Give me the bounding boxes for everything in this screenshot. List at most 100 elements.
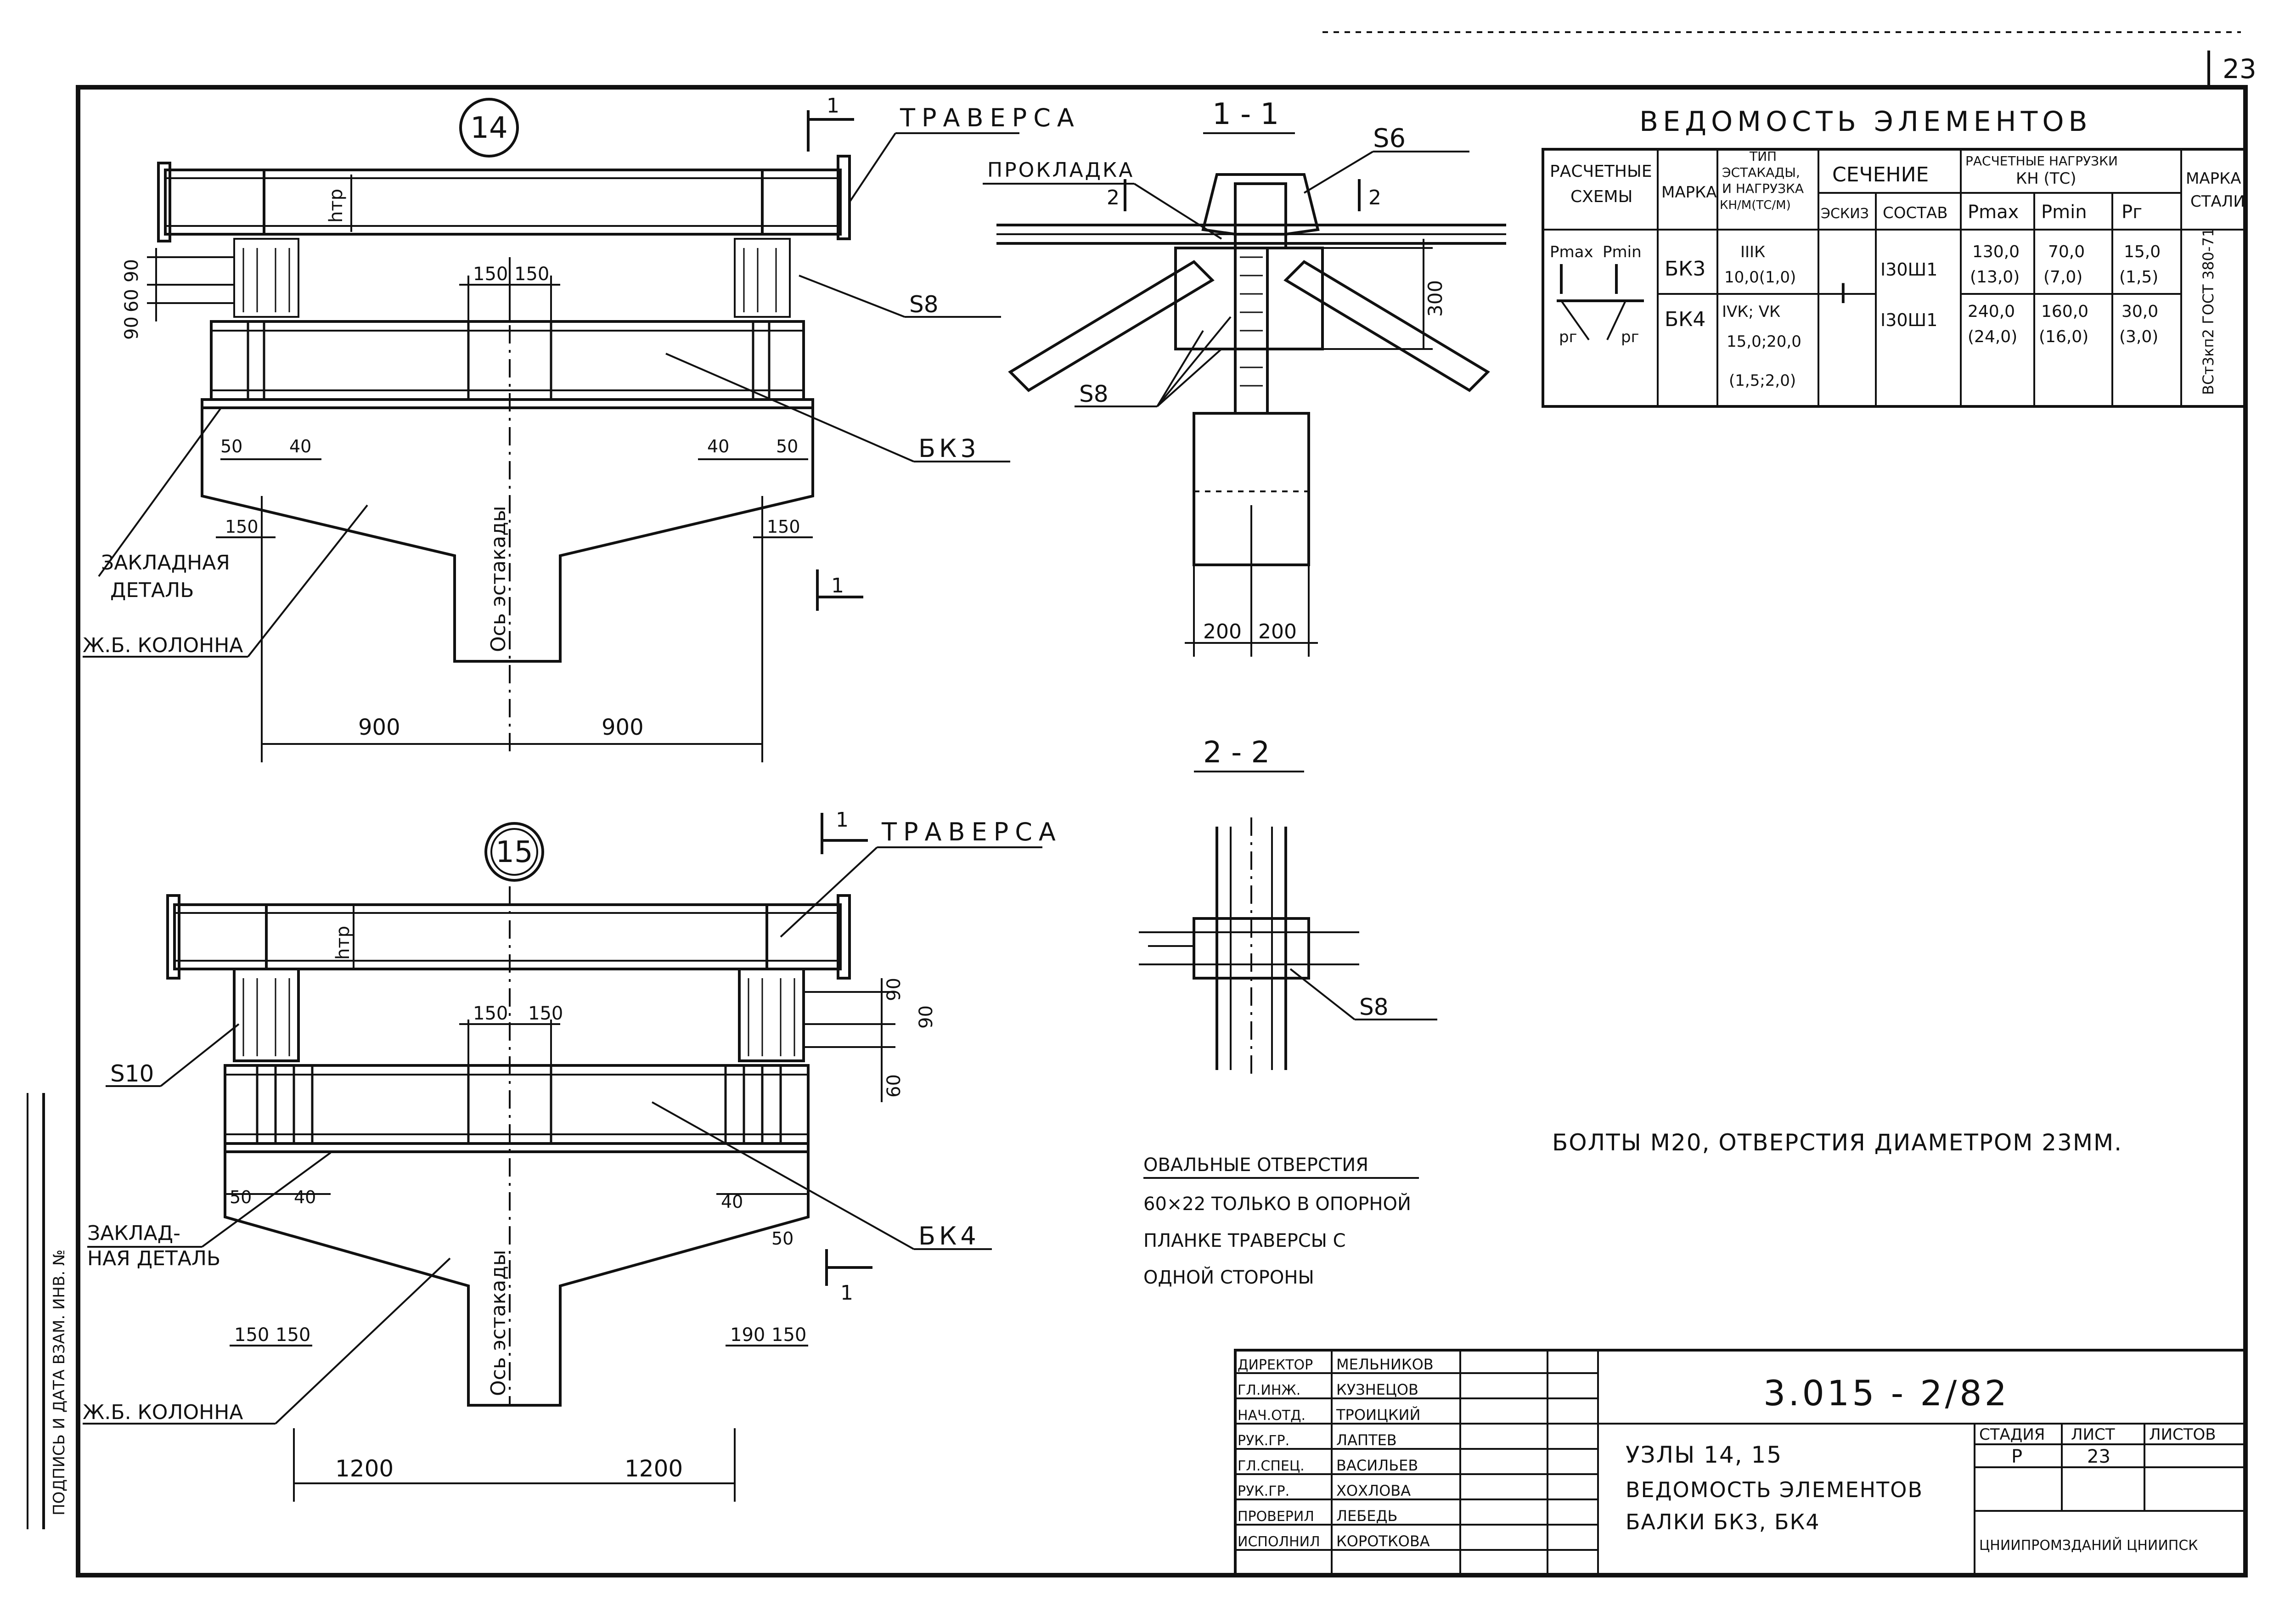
section-11-title: 1 - 1 (1212, 97, 1279, 131)
dim-200-a: 200 (1203, 620, 1242, 643)
sheet-corner-number: 23 (2223, 53, 2257, 84)
note-oval-4: ОДНОЙ СТОРОНЫ (1143, 1266, 1314, 1288)
table-title: ВЕДОМОСТЬ ЭЛЕМЕНТОВ (1639, 106, 2092, 138)
beam-bk3 (210, 320, 805, 401)
row1-type-1: IIIК (1740, 243, 1765, 261)
gasket-label: ПРОКЛАДКА (987, 158, 1134, 182)
sheet-label: ЛИСТ (2071, 1425, 2115, 1444)
row1-pmax-1: 130,0 (1972, 242, 2020, 261)
th-steel-2: СТАЛИ (2190, 192, 2245, 211)
name-2: КУЗНЕЦОВ (1336, 1381, 1418, 1398)
scheme-pmin: Pmin (1603, 243, 1642, 261)
section-1-1: 1 - 1 ПРОКЛАДКА 2 2 S6 (983, 97, 1506, 657)
bolt-group-15-right (738, 968, 805, 1062)
dim-14-150-right: 150 (767, 517, 800, 537)
plate-s8-22: S8 (1359, 994, 1389, 1020)
bolt-group-14-right (734, 238, 791, 318)
row1-pr-1: 15,0 (2124, 242, 2161, 261)
th-pr: Pг (2122, 202, 2142, 223)
scheme-pmax: Pmax (1550, 243, 1593, 261)
node-14: 14 hтр ТРАВЕРСА 1 1 (83, 94, 1080, 762)
th-section: СЕЧЕНИЕ (1832, 163, 1929, 186)
plate-s6: S6 (1373, 124, 1406, 153)
node-14-circle (459, 98, 519, 158)
section-mark-15-bottom: 1 (840, 1281, 853, 1305)
th-type-2: ЭСТАКАДЫ, (1722, 165, 1800, 180)
scheme-pr-right: рг (1621, 328, 1639, 346)
row2-section: I30Ш1 (1880, 310, 1937, 330)
role-8: ИСПОЛНИЛ (1238, 1534, 1320, 1550)
row1-type-2: 10,0(1,0) (1724, 268, 1796, 287)
dim-15-1200-right: 1200 (625, 1455, 683, 1482)
row1-mark: БК3 (1665, 257, 1705, 281)
brace-left (1008, 260, 1215, 392)
column-label-15: Ж.Б. КОЛОННА (83, 1401, 243, 1424)
dim-14-left-3: 90 (121, 316, 142, 340)
node-15: 15 ТРАВЕРСА 1 1 hтр S10 (83, 808, 1056, 1502)
dim-14-150-b: 150 (514, 264, 549, 285)
th-type-3: И НАГРУЗКА (1722, 181, 1804, 196)
dim-14-150-a: 150 (473, 264, 508, 285)
axis-label-14: Ось эстакады (487, 506, 510, 652)
doc-title-3: БАЛКИ БК3, БК4 (1626, 1510, 1820, 1534)
traverse-14 (164, 169, 842, 236)
dim-14-40-left: 40 (289, 436, 311, 456)
dim-14-900-right: 900 (602, 715, 644, 740)
row2-pmin-2: (16,0) (2039, 327, 2088, 346)
name-4: ЛАПТЕВ (1336, 1431, 1397, 1449)
dim-14-150-left: 150 (225, 517, 259, 537)
title-block-frame (1234, 1349, 2247, 1577)
bolt-plate-22 (1193, 917, 1310, 980)
traverse-label-14: ТРАВЕРСА (900, 103, 1080, 132)
doc-code: 3.015 - 2/82 (1763, 1373, 2009, 1414)
role-7: ПРОВЕРИЛ (1238, 1509, 1314, 1525)
name-7: ЛЕБЕДЬ (1336, 1507, 1397, 1525)
plate-s8-14: S8 (909, 291, 939, 318)
note-oval-2: 60×22 ТОЛЬКО В ОПОРНОЙ (1143, 1193, 1411, 1215)
dim-15-50-right: 50 (771, 1228, 793, 1249)
role-2: ГЛ.ИНЖ. (1238, 1382, 1300, 1398)
plate-s10: S10 (110, 1060, 154, 1087)
sheet-value: 23 (2087, 1446, 2110, 1467)
sheets-label: ЛИСТОВ (2149, 1425, 2216, 1444)
dim-15-40-left: 40 (294, 1187, 316, 1207)
row2-pr-1: 30,0 (2122, 302, 2158, 321)
th-schemes-2: СХЕМЫ (1570, 187, 1632, 206)
th-loads-2: КН (ТС) (2016, 169, 2077, 188)
title-block: ДИРЕКТОР ГЛ.ИНЖ. НАЧ.ОТД. РУК.ГР. ГЛ.СПЕ… (1234, 1349, 2247, 1577)
dim-15-190: 190 (730, 1324, 765, 1346)
dim-14-40-right: 40 (707, 436, 729, 456)
elements-table: ВЕДОМОСТЬ ЭЛЕМЕНТОВ РАСЧЕТНЫЕ СХЕМЫ МАРК… (1542, 106, 2247, 408)
org-name: ЦНИИПРОМЗДАНИЙ ЦНИИПСК (1979, 1537, 2198, 1554)
role-3: НАЧ.ОТД. (1238, 1408, 1306, 1424)
dim-15-150-2: 150 (276, 1324, 310, 1346)
dim-300: 300 (1424, 280, 1446, 317)
th-pmin: Pmin (2041, 202, 2087, 223)
th-type-1: ТИП (1749, 149, 1777, 164)
dim-15-150-b: 150 (528, 1003, 563, 1024)
role-4: РУК.ГР. (1238, 1433, 1289, 1449)
dim-200-b: 200 (1258, 620, 1297, 643)
th-mark: МАРКА (1661, 183, 1717, 202)
node-15-number: 15 (495, 835, 533, 869)
row2-type-1: IVК; VК (1722, 303, 1780, 321)
node-15-circle (484, 822, 544, 882)
sheet-frame (76, 85, 2248, 1577)
dim-14-50-left: 50 (220, 436, 242, 456)
role-6: РУК.ГР. (1238, 1483, 1289, 1499)
name-6: ХОХЛОВА (1336, 1482, 1411, 1499)
dim-15-1200-left: 1200 (335, 1455, 394, 1482)
table-frame (1542, 148, 2247, 408)
name-1: МЕЛЬНИКОВ (1336, 1356, 1434, 1373)
stage-value: Р (2011, 1446, 2022, 1467)
th-loads-1: РАСЧЕТНЫЕ НАГРУЗКИ (1965, 153, 2118, 169)
row2-pmax-2: (24,0) (1968, 327, 2017, 346)
th-type-4: КН/М(ТС/М) (1720, 198, 1791, 212)
beam-label-bk4: БК4 (918, 1222, 980, 1250)
row1-pmin-2: (7,0) (2043, 268, 2082, 287)
row1-section: I30Ш1 (1880, 259, 1937, 280)
row2-mark: БК4 (1665, 308, 1705, 331)
row2-pmin-1: 160,0 (2041, 302, 2088, 321)
dim-15-right-1: 90 (884, 978, 905, 1001)
brace-right (1283, 260, 1490, 392)
